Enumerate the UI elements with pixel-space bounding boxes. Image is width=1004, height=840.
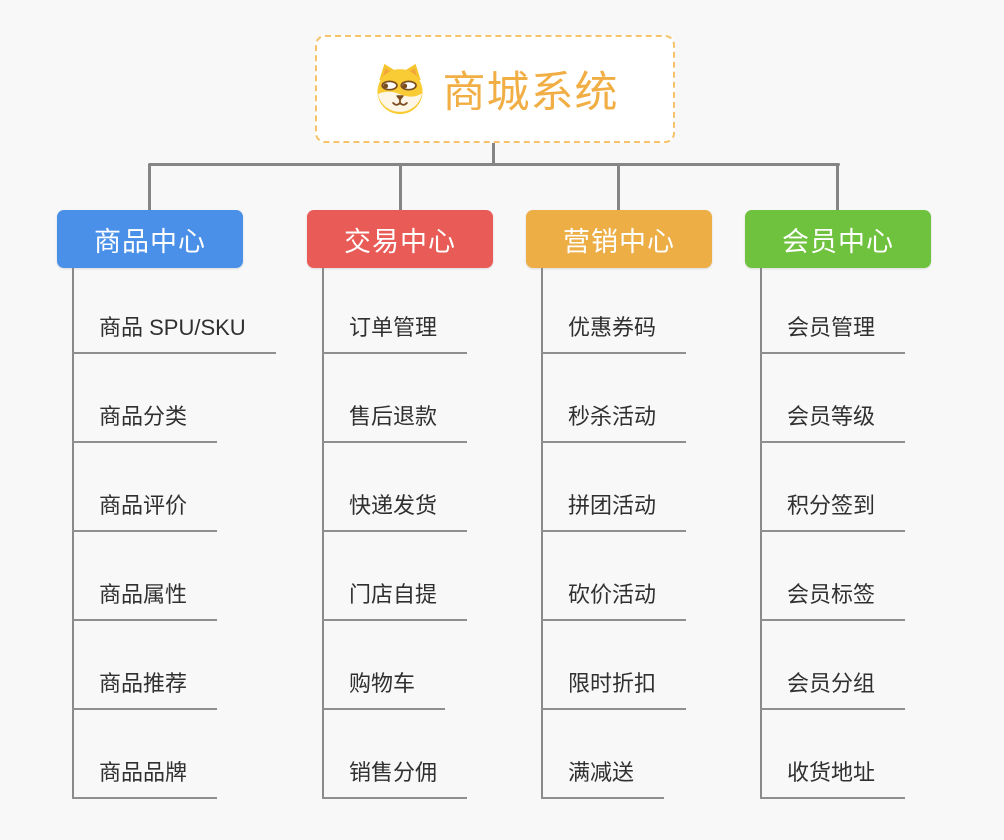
branch-spine xyxy=(541,268,543,799)
branch-trade-center: 交易中心 订单管理 售后退款 快递发货 门店自提 购物车 销售分佣 xyxy=(307,210,493,799)
leaf-node[interactable]: 砍价活动 xyxy=(541,580,687,621)
connector-horizontal-bus xyxy=(148,163,840,166)
leaf-node[interactable]: 快递发货 xyxy=(322,491,468,532)
leaf-node[interactable]: 积分签到 xyxy=(760,491,906,532)
connector-drop-4 xyxy=(836,165,839,210)
leaf-node[interactable]: 门店自提 xyxy=(322,580,468,621)
leaf-node[interactable]: 拼团活动 xyxy=(541,491,687,532)
leaf-node[interactable]: 会员管理 xyxy=(760,313,906,354)
branch-marketing-center: 营销中心 优惠券码 秒杀活动 拼团活动 砍价活动 限时折扣 满减送 xyxy=(526,210,712,799)
leaf-node[interactable]: 限时折扣 xyxy=(541,669,687,710)
leaf-node[interactable]: 售后退款 xyxy=(322,402,468,443)
branch-product-center: 商品中心 商品 SPU/SKU 商品分类 商品评价 商品属性 商品推荐 商品品牌 xyxy=(57,210,276,799)
leaf-node[interactable]: 商品评价 xyxy=(72,491,218,532)
connector-drop-3 xyxy=(617,165,620,210)
leaf-node[interactable]: 商品推荐 xyxy=(72,669,218,710)
branch-member-center: 会员中心 会员管理 会员等级 积分签到 会员标签 会员分组 收货地址 xyxy=(745,210,931,799)
leaf-node[interactable]: 商品 SPU/SKU xyxy=(72,313,276,354)
leaf-node[interactable]: 商品属性 xyxy=(72,580,218,621)
branch-spine xyxy=(72,268,74,799)
branch-node-marketing-center[interactable]: 营销中心 xyxy=(526,210,712,268)
leaf-node[interactable]: 优惠券码 xyxy=(541,313,687,354)
branch-spine xyxy=(760,268,762,799)
connector-drop-1 xyxy=(148,165,151,210)
connector-drop-2 xyxy=(399,165,402,210)
leaf-node[interactable]: 商品分类 xyxy=(72,402,218,443)
leaf-node[interactable]: 购物车 xyxy=(322,669,446,710)
leaf-node[interactable]: 商品品牌 xyxy=(72,758,218,799)
root-topic[interactable]: 商城系统 xyxy=(315,35,675,143)
leaf-node[interactable]: 会员等级 xyxy=(760,402,906,443)
branch-node-product-center[interactable]: 商品中心 xyxy=(57,210,243,268)
leaf-node[interactable]: 销售分佣 xyxy=(322,758,468,799)
dog-face-icon xyxy=(376,63,423,115)
leaf-node[interactable]: 订单管理 xyxy=(322,313,468,354)
leaf-node[interactable]: 收货地址 xyxy=(760,758,906,799)
root-topic-title: 商城系统 xyxy=(442,69,619,117)
leaf-node[interactable]: 满减送 xyxy=(541,758,665,799)
branch-node-member-center[interactable]: 会员中心 xyxy=(745,210,931,268)
branch-spine xyxy=(322,268,324,799)
leaf-node[interactable]: 会员分组 xyxy=(760,669,906,710)
branch-node-trade-center[interactable]: 交易中心 xyxy=(307,210,493,268)
leaf-node[interactable]: 秒杀活动 xyxy=(541,402,687,443)
leaf-node[interactable]: 会员标签 xyxy=(760,580,906,621)
connector-root-stem xyxy=(492,143,495,164)
